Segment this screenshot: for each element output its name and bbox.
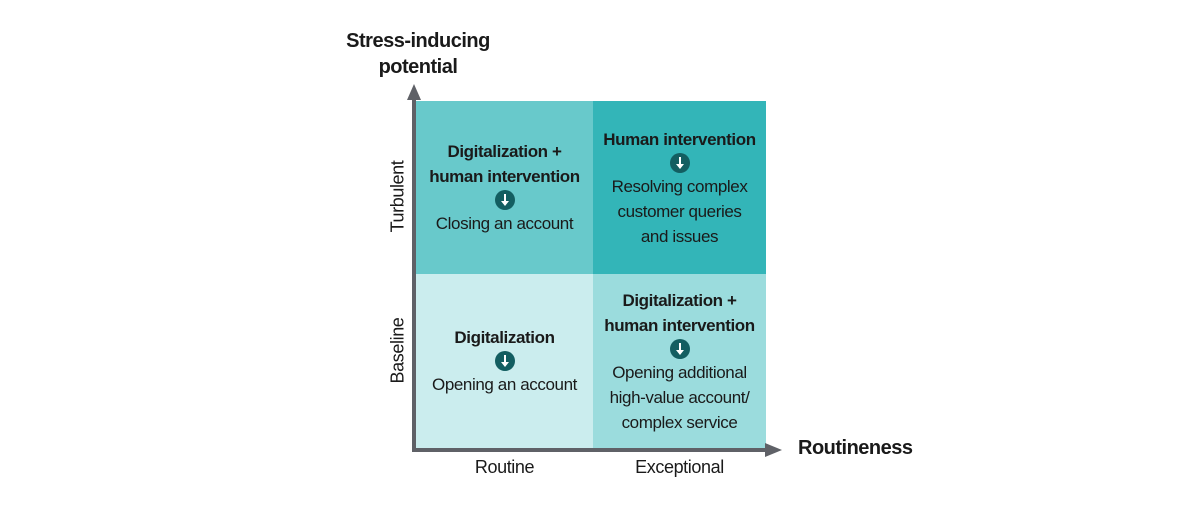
quadrant-description: and issues [640,227,719,246]
x-axis-title: Routineness [798,437,913,459]
y-axis-title-line1: Stress-inducing [346,30,490,52]
y-axis-line [412,100,416,452]
y-axis-title-line2: potential [378,56,458,78]
x-axis-line [412,448,766,452]
x-tick-exceptional: Exceptional [635,457,724,477]
quadrant-description: Resolving complex [611,177,748,196]
y-tick-baseline: Baseline [387,317,408,384]
quadrant-title: Digitalization [454,328,555,347]
quadrant-title: human intervention [429,167,580,186]
y-axis-arrowhead-icon [407,84,421,100]
quadrant-bottom-left: Digitalization Opening an account [416,274,593,448]
quadrant-description: customer queries [617,202,742,221]
y-axis-title: Stress-inducing potential [330,28,506,80]
quadrant-description: high-value account/ [609,388,750,407]
y-tick-turbulent: Turbulent [387,160,408,233]
quadrant-bottom-right: Digitalization + human intervention Open… [593,274,766,448]
quadrant-description: complex service [621,413,738,432]
quadrant-top-left: Digitalization + human intervention Clos… [416,101,593,274]
quadrant-top-right: Human intervention Resolving complex cus… [593,101,766,274]
quadrant-description: Opening additional [612,363,747,382]
quadrant-description: Opening an account [432,375,577,394]
x-tick-routine: Routine [474,457,535,477]
quadrant-title: human intervention [604,316,755,335]
arrow-down-circle-icon [494,190,515,210]
quadrant-title: Human intervention [603,130,756,149]
arrow-down-circle-icon [669,339,690,359]
arrow-down-circle-icon [494,351,515,371]
quadrant-title: Digitalization + [622,291,737,310]
quadrant-description: Closing an account [435,214,574,233]
arrow-down-circle-icon [669,153,690,173]
quadrant-title: Digitalization + [447,142,562,161]
x-axis-arrowhead-icon [765,443,782,457]
